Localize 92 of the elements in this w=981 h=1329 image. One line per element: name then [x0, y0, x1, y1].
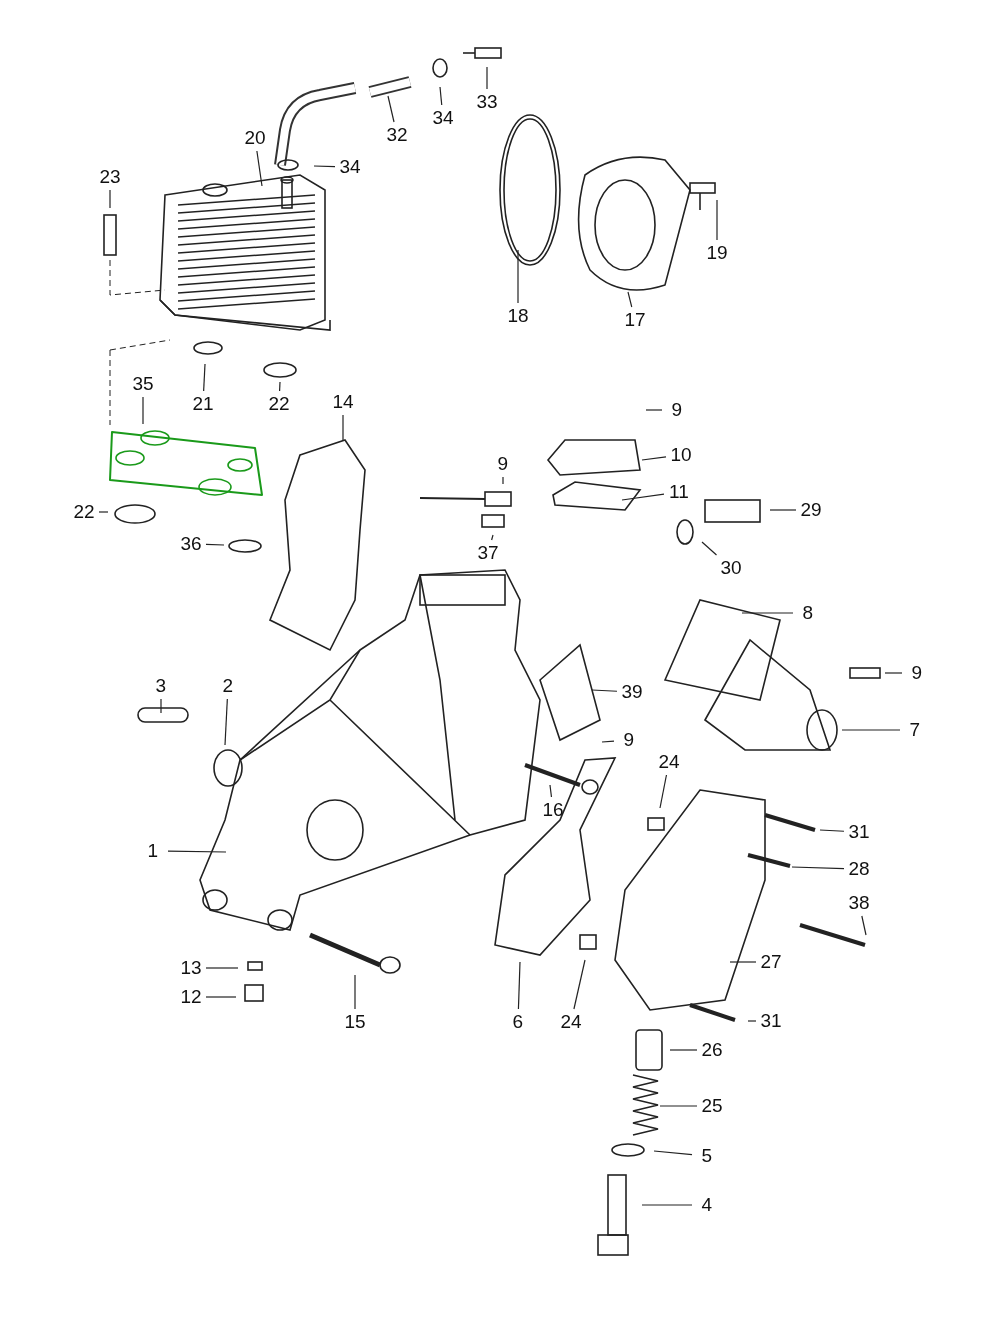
leader-line [205, 543, 225, 546]
callout-number: 35 [132, 373, 154, 395]
callout-number: 25 [701, 1095, 723, 1117]
leader-line [486, 66, 488, 90]
callout-number: 11 [669, 481, 689, 503]
leader-line [387, 95, 395, 123]
callout-number: 5 [701, 1145, 713, 1167]
leader-line [109, 189, 111, 209]
callout-number: 17 [624, 309, 646, 331]
callout-number: 6 [512, 1011, 524, 1033]
leader-line [716, 199, 718, 241]
leader-line [491, 534, 494, 541]
leader-line [701, 541, 718, 556]
leader-line [279, 381, 281, 392]
leader-line [517, 249, 519, 304]
callout-number: 20 [244, 127, 266, 149]
leader-line [747, 1020, 757, 1022]
callout-number: 30 [720, 557, 742, 579]
leader-line [653, 1150, 693, 1156]
callout-number: 31 [760, 1010, 782, 1032]
callout-number: 39 [621, 681, 643, 703]
leader-line [256, 150, 263, 187]
callout-number: 14 [332, 391, 354, 413]
callout-number: 1 [147, 840, 159, 862]
callout-number: 29 [800, 499, 822, 521]
callout-number: 18 [507, 305, 529, 327]
leader-line [791, 866, 845, 870]
leader-line [167, 850, 227, 853]
callout-number: 37 [477, 542, 499, 564]
callout-number: 34 [339, 156, 361, 178]
leader-line [573, 959, 586, 1010]
callout-number: 36 [180, 533, 202, 555]
leader-line [621, 493, 665, 501]
leader-line [884, 672, 903, 674]
callout-number: 4 [701, 1194, 713, 1216]
leader-line [205, 996, 237, 998]
callout-number: 38 [848, 892, 870, 914]
callout-number: 33 [476, 91, 498, 113]
callout-number: 7 [909, 719, 921, 741]
leader-line [769, 509, 797, 511]
leader-line [591, 689, 618, 692]
callout-number: 9 [497, 453, 509, 475]
leader-line [205, 967, 239, 969]
leader-line [659, 774, 668, 809]
leader-line [354, 974, 356, 1010]
callout-number: 9 [623, 729, 635, 751]
leader-line [502, 476, 504, 485]
leader-line [224, 698, 228, 746]
callout-number: 27 [760, 951, 782, 973]
leader-line [819, 829, 845, 832]
callout-number: 26 [701, 1039, 723, 1061]
leader-line [439, 86, 443, 106]
callout-number: 34 [432, 107, 454, 129]
leader-line [861, 915, 867, 936]
leader-line [160, 698, 162, 714]
callout-number: 8 [802, 602, 814, 624]
leader-line [669, 1049, 698, 1051]
callout-number: 32 [386, 124, 408, 146]
leader-line [98, 511, 109, 513]
callout-number: 23 [99, 166, 121, 188]
callout-number: 9 [911, 662, 923, 684]
leader-line [549, 784, 553, 798]
leader-line [659, 1105, 698, 1107]
callout-number: 2 [222, 675, 234, 697]
leader-line [841, 729, 901, 731]
callout-number: 3 [155, 675, 167, 697]
callout-number: 21 [192, 393, 214, 415]
leader-line [645, 409, 663, 411]
callout-number: 31 [848, 821, 870, 843]
callout-number: 13 [180, 957, 202, 979]
callout-number: 24 [658, 751, 680, 773]
callout-number: 9 [671, 399, 683, 421]
callout-number: 24 [560, 1011, 582, 1033]
leader-line [517, 961, 521, 1010]
leader-line [641, 1204, 693, 1206]
leader-line [203, 363, 206, 392]
callout-number: 22 [268, 393, 290, 415]
leader-line [641, 456, 667, 461]
leader-line [142, 396, 144, 425]
callout-number: 22 [73, 501, 95, 523]
leader-line [627, 291, 633, 308]
callout-number: 28 [848, 858, 870, 880]
leader-line [741, 612, 794, 614]
leader-line [342, 414, 344, 441]
callout-number: 12 [180, 986, 202, 1008]
callout-number: 16 [542, 799, 564, 821]
leader-line [729, 961, 757, 963]
callout-number: 19 [706, 242, 728, 264]
callout-number: 10 [670, 444, 692, 466]
callout-number: 15 [344, 1011, 366, 1033]
leader-line [313, 165, 336, 168]
leader-line [601, 740, 615, 743]
